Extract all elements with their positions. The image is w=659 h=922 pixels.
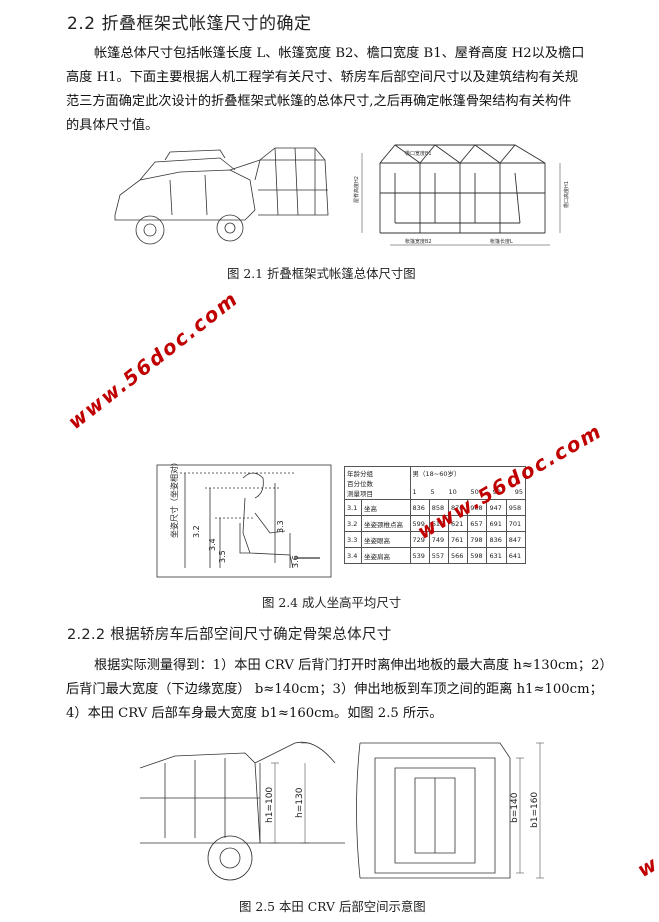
watermark-3: w: [633, 850, 659, 882]
car-rear-top-drawing: b=140 b1=160: [356, 742, 544, 879]
section-title: 2.2 折叠框架式帐篷尺寸的确定: [67, 14, 312, 34]
tent-frame-drawing: 檐口宽度B1 屋脊高度H2 檐口高度H1 帐篷宽度B2 帐篷长度L: [353, 144, 570, 246]
label-l: 帐篷长度L: [490, 238, 513, 245]
measure-line-3: 4）本田 CRV 后部车身最大宽度 b1≈160cm。如图 2.5 所示。: [66, 706, 443, 721]
label-h-130: h=130: [295, 787, 305, 818]
sitting-height-table: 年龄分组 百分位数 测量项目 男（18~60岁） 1 5 10 50 90 95…: [344, 466, 527, 564]
intro-paragraph: 帐篷总体尺寸包括帐篷长度 L、帐篷宽度 B2、檐口宽度 B1、屋脊高度 H2以及…: [66, 42, 636, 138]
measure-paragraph: 根据实际测量得到：1）本田 CRV 后背门打开时离伸出地板的最大高度 h≈130…: [66, 654, 641, 726]
dim-3-4: 3.4: [208, 538, 217, 551]
label-h1-100: h1=100: [265, 787, 275, 823]
subsection-title: 2.2.2 根据轿房车后部空间尺寸确定骨架总体尺寸: [67, 627, 392, 643]
label-b1: 檐口宽度B1: [405, 150, 432, 157]
measure-line-1: 根据实际测量得到：1）本田 CRV 后背门打开时离伸出地板的最大高度 h≈130…: [94, 658, 613, 673]
label-b2: 帐篷宽度B2: [405, 238, 432, 245]
label-b-140: b=140: [510, 792, 520, 823]
table-header-cell: 年龄分组 百分位数 测量项目: [344, 466, 411, 500]
intro-line-2: 高度 H1。下面主要根据人机工程学有关尺寸、轿房车后部空间尺寸以及建筑结构有关规: [66, 70, 579, 85]
intro-line-1: 帐篷总体尺寸包括帐篷长度 L、帐篷宽度 B2、檐口宽度 B1、屋脊高度 H2以及…: [94, 46, 585, 61]
watermark-1: www.56doc.com: [63, 286, 244, 434]
table-group-cell: 男（18~60岁） 1 5 10 50 90 95: [409, 466, 527, 500]
dim-3-2: 3.2: [192, 525, 201, 538]
intro-line-3: 范三方面确定此次设计的折叠框架式帐篷的总体尺寸,之后再确定帐篷骨架结构有关构件: [66, 94, 572, 109]
vertical-label: 坐姿尺寸（坐姿相对）: [169, 463, 179, 538]
label-b1-160: b1=160: [530, 792, 540, 828]
label-h1: 檐口高度H1: [563, 181, 570, 208]
seated-person-drawing: 坐姿尺寸（坐姿相对） 3.2 3.4 3.5 3.3 3.6: [156, 463, 332, 578]
dim-3-3: 3.3: [276, 520, 285, 533]
intro-line-4: 的具体尺寸值。: [66, 118, 159, 133]
dim-3-5: 3.5: [218, 550, 227, 563]
car-rear-side-drawing: h1=100 h=130: [139, 741, 345, 881]
figure-2-5-caption: 图 2.5 本田 CRV 后部空间示意图: [239, 899, 426, 914]
car-tent-drawing: [114, 147, 329, 245]
label-h2: 屋脊高度H2: [353, 176, 360, 203]
measure-line-2: 后背门最大宽度（下边缘宽度） b≈140cm；3）伸出地板到车顶之间的距离 h1…: [66, 682, 603, 697]
figure-2-4-caption: 图 2.4 成人坐高平均尺寸: [262, 595, 402, 610]
dim-3-6: 3.6: [291, 555, 300, 568]
figure-2-1-caption: 图 2.1 折叠框架式帐篷总体尺寸图: [227, 266, 416, 281]
